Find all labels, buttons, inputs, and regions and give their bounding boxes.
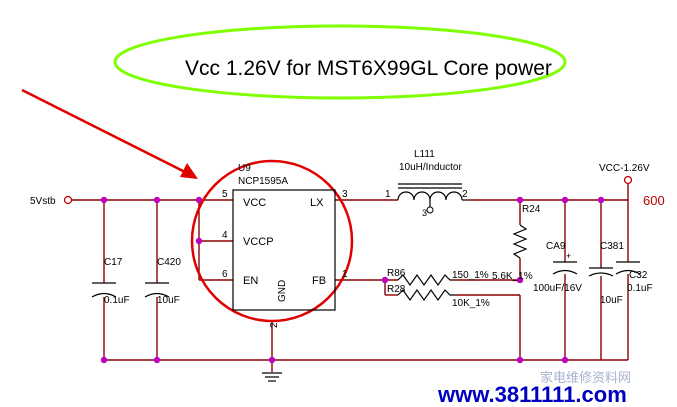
resistor-r24: R24 5.6K_1% xyxy=(492,204,541,282)
watermark-url: www.3811111.com xyxy=(437,382,627,407)
c17-ref: C17 xyxy=(104,257,123,268)
ca9-polarity: + xyxy=(566,251,571,261)
r24-value: 5.6K_1% xyxy=(492,271,533,282)
ic-pin-vcc: VCC xyxy=(243,197,266,209)
inductor-value: 10uH/Inductor xyxy=(399,162,462,173)
r24-ref: R24 xyxy=(522,204,541,215)
c381-value: 10uF xyxy=(600,295,623,306)
c420-ref: C420 xyxy=(157,257,181,268)
output-suffix: 600 xyxy=(643,193,665,208)
resistor-r28: R28 10K_1% xyxy=(387,284,490,309)
output-net-label: VCC-1.26V xyxy=(599,163,650,174)
capacitor-c420: C420 10uF xyxy=(144,257,181,306)
ic-pin-en: EN xyxy=(243,275,258,287)
capacitor-c32: C32 0.1uF xyxy=(615,261,653,294)
ic-pin-vcc-num: 5 xyxy=(222,189,228,200)
ic-highlight-circle xyxy=(190,159,354,323)
junction-dots xyxy=(100,196,605,364)
c381-ref: C381 xyxy=(600,241,624,252)
ic-u9: U9 NCP1595A 5 VCC 4 VCCP 6 EN 3 LX 1 FB … xyxy=(190,159,354,328)
input-net-label: 5Vstb xyxy=(30,196,56,207)
c17-value: 0.1uF xyxy=(104,295,130,306)
c32-value: 0.1uF xyxy=(627,283,653,294)
input-terminal xyxy=(63,195,73,205)
resistor-r86: R86 150_1% xyxy=(387,268,489,287)
annotation-arrow xyxy=(21,88,198,179)
ic-ref: U9 xyxy=(238,163,251,174)
r28-value: 10K_1% xyxy=(452,298,490,309)
watermark-cn: 家电维修资料网 xyxy=(540,370,631,386)
r86-value: 150_1% xyxy=(452,270,489,281)
inductor-pin3: 3 xyxy=(422,208,427,218)
wires xyxy=(72,184,629,372)
output-terminal: VCC-1.26V 600 xyxy=(599,163,665,208)
inductor-ref: L111 xyxy=(414,149,435,160)
r28-ref: R28 xyxy=(387,284,406,295)
ic-pin-en-num: 6 xyxy=(222,269,228,280)
c32-ref: C32 xyxy=(629,270,648,281)
ic-pin-fb: FB xyxy=(312,275,326,287)
ca9-value: 100uF/16V xyxy=(533,283,582,294)
ic-pin-lx: LX xyxy=(310,197,324,209)
capacitor-ca9: CA9 + 100uF/16V xyxy=(533,241,582,294)
r86-ref: R86 xyxy=(387,268,406,279)
watermark: www.3811111.com 家电维修资料网 xyxy=(437,370,631,407)
inductor-l111: L111 10uH/Inductor 1 2 3 xyxy=(385,149,470,218)
c420-value: 10uF xyxy=(157,295,180,306)
ground-symbol xyxy=(262,372,282,382)
inductor-pin1: 1 xyxy=(385,189,391,200)
capacitor-c381: C381 10uF xyxy=(588,241,624,306)
capacitor-c17: C17 0.1uF xyxy=(91,257,130,306)
ic-pin-gnd: GND xyxy=(277,280,288,302)
ic-pin-fb-num: 1 xyxy=(342,269,348,280)
annotation-title: Vcc 1.26V for MST6X99GL Core power xyxy=(185,57,552,80)
ic-part: NCP1595A xyxy=(238,176,288,187)
ca9-ref: CA9 xyxy=(546,241,566,252)
ic-pin-lx-num: 3 xyxy=(342,189,348,200)
annotation-ellipse xyxy=(113,24,567,100)
ic-pin-gnd-num: 2 xyxy=(269,322,280,328)
ic-pin-vccp: VCCP xyxy=(243,236,274,248)
ic-pin-vccp-num: 4 xyxy=(222,230,228,241)
inductor-pin2: 2 xyxy=(462,189,468,200)
